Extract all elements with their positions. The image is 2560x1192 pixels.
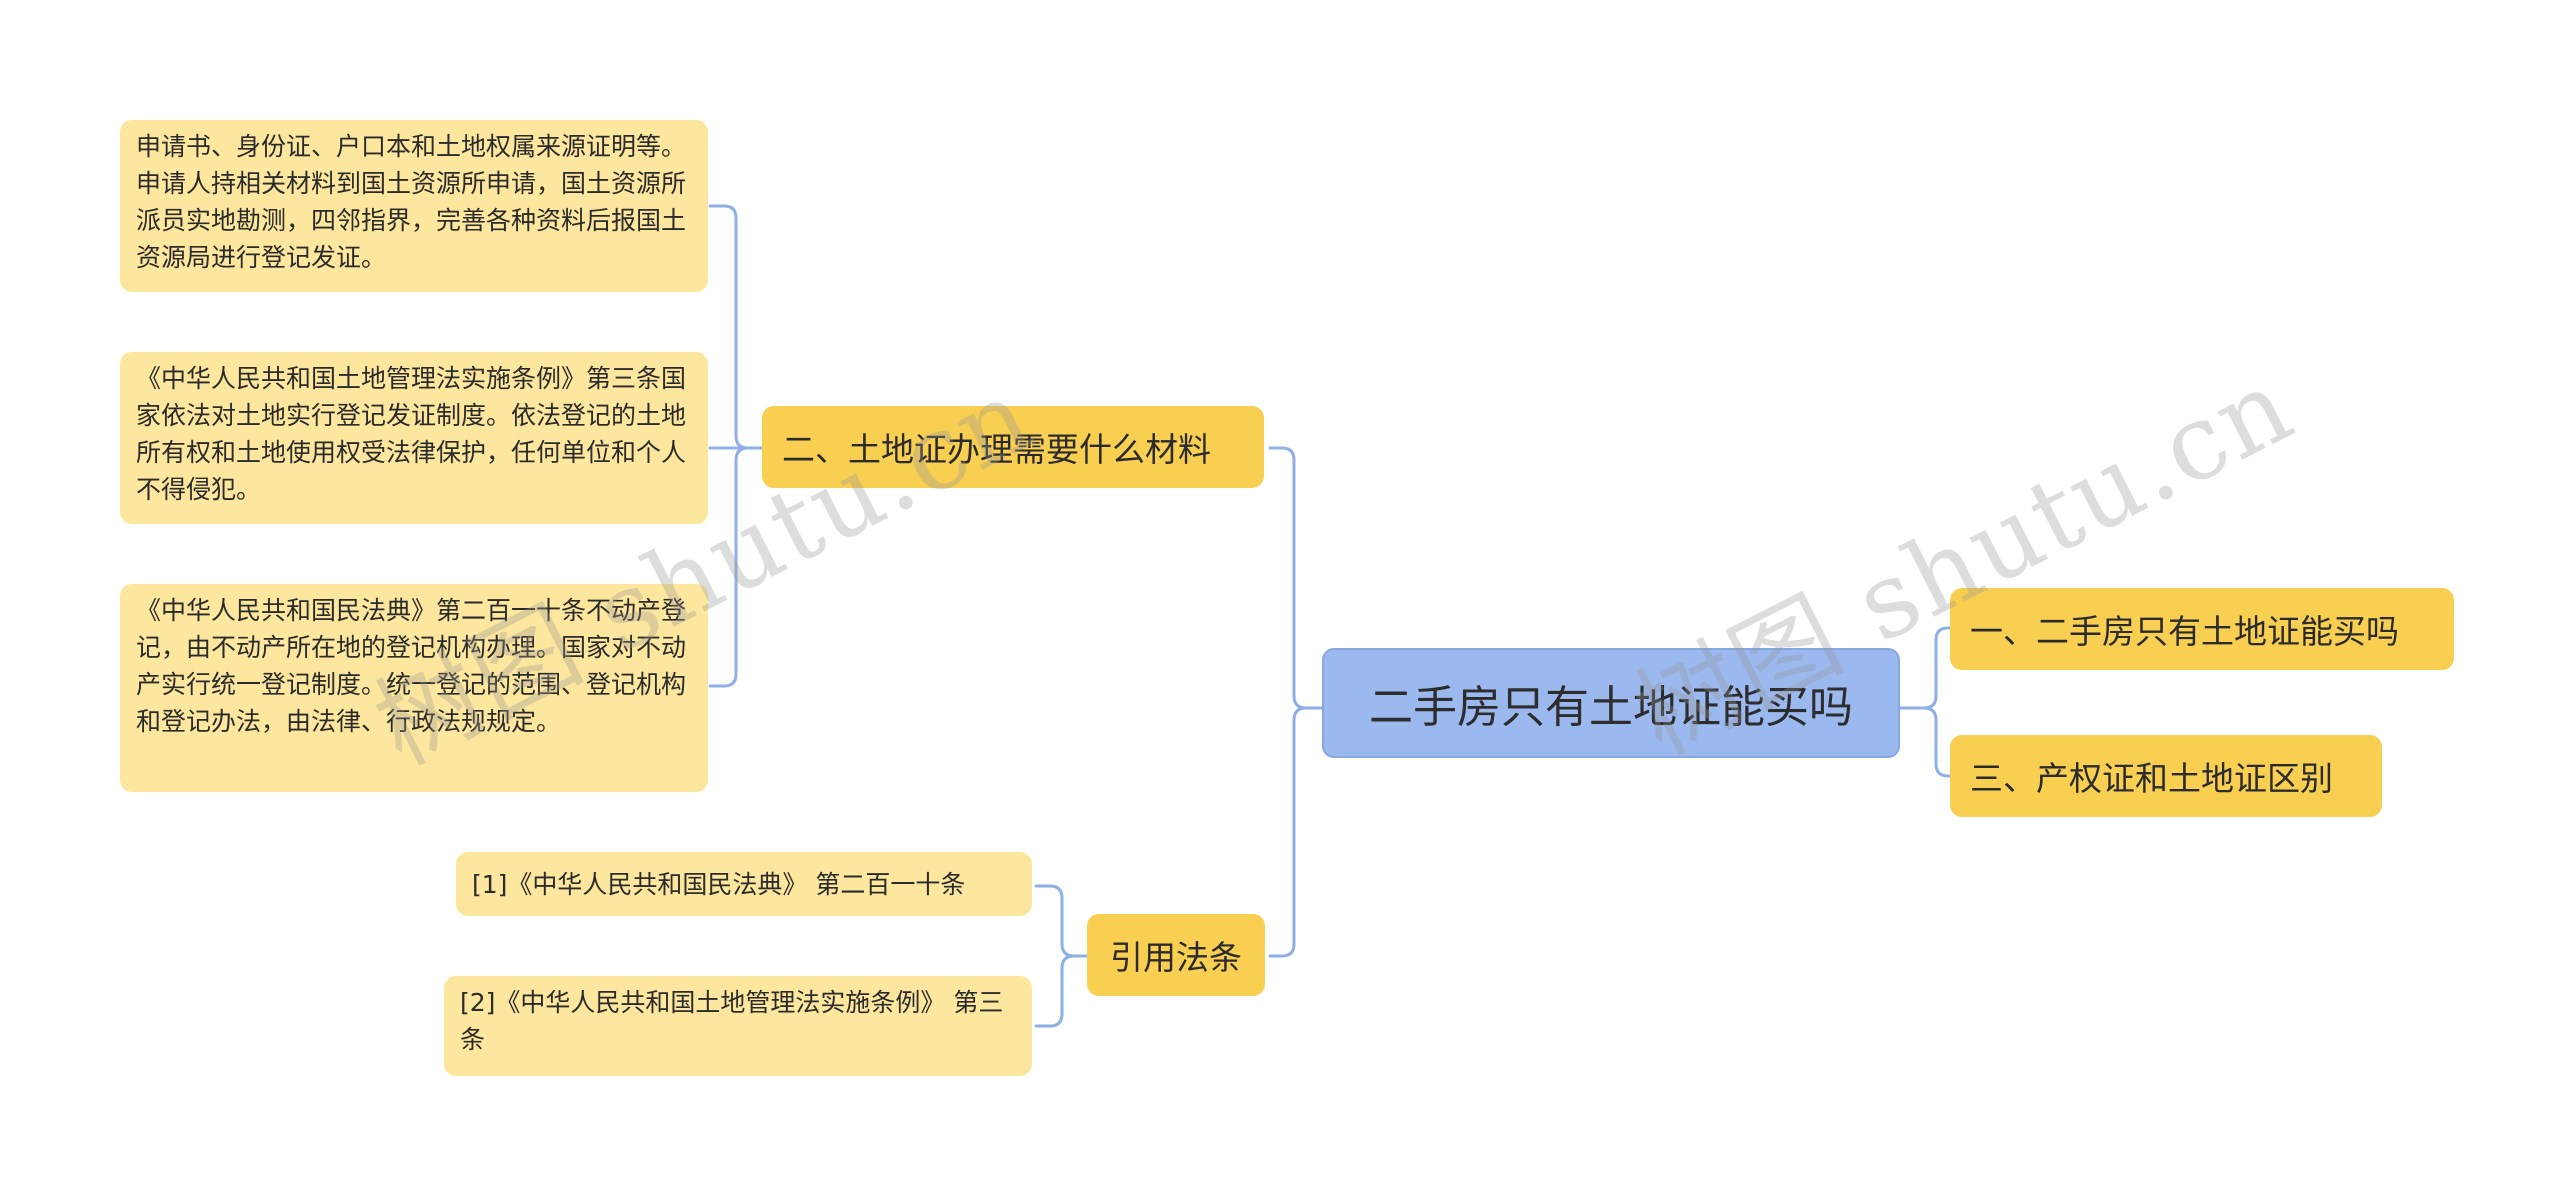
leaf-materials-3[interactable]: 《中华人民共和国民法典》第二百一十条不动产登记，由不动产所在地的登记机构办理。国… (120, 584, 708, 792)
connector-root-law (1268, 706, 1328, 958)
connector-law-l2 (1034, 954, 1089, 1028)
connector-root-materials (1268, 446, 1328, 710)
connector-root-right3 (1895, 706, 1964, 778)
branch-topic-materials-label: 二、土地证办理需要什么材料 (782, 430, 1211, 469)
root-topic[interactable]: 二手房只有土地证能买吗 (1322, 648, 1900, 758)
leaf-materials-3-text: 《中华人民共和国民法典》第二百一十条不动产登记，由不动产所在地的登记机构办理。国… (136, 596, 687, 736)
leaf-law-2-text: [2]《中华人民共和国土地管理法实施条例》 第三条 (460, 988, 1004, 1054)
branch-topic-law-label: 引用法条 (1110, 938, 1242, 977)
branch-topic-materials[interactable]: 二、土地证办理需要什么材料 (762, 406, 1264, 488)
leaf-materials-1-text: 申请书、身份证、户口本和土地权属来源证明等。申请人持相关材料到国土资源所申请，国… (136, 132, 687, 272)
leaf-materials-2-text: 《中华人民共和国土地管理法实施条例》第三条国家依法对土地实行登记发证制度。依法登… (136, 364, 687, 504)
branch-topic-right3[interactable]: 三、产权证和土地证区别 (1950, 735, 2382, 817)
connector-materials-m1 (708, 204, 764, 450)
leaf-law-1[interactable]: [1]《中华人民共和国民法典》 第二百一十条 (456, 852, 1032, 916)
leaf-materials-1[interactable]: 申请书、身份证、户口本和土地权属来源证明等。申请人持相关材料到国土资源所申请，国… (120, 120, 708, 292)
connector-materials-m3 (708, 446, 764, 688)
leaf-law-1-text: [1]《中华人民共和国民法典》 第二百一十条 (472, 869, 966, 899)
root-topic-label: 二手房只有土地证能买吗 (1369, 682, 1853, 733)
branch-topic-right1[interactable]: 一、二手房只有土地证能买吗 (1950, 588, 2454, 670)
connector-law-l1 (1034, 884, 1089, 958)
branch-topic-law[interactable]: 引用法条 (1087, 914, 1265, 996)
leaf-law-2[interactable]: [2]《中华人民共和国土地管理法实施条例》 第三条 (444, 976, 1032, 1076)
branch-topic-right1-label: 一、二手房只有土地证能买吗 (1970, 612, 2399, 651)
branch-topic-right3-label: 三、产权证和土地证区别 (1970, 759, 2333, 798)
leaf-materials-2[interactable]: 《中华人民共和国土地管理法实施条例》第三条国家依法对土地实行登记发证制度。依法登… (120, 352, 708, 524)
